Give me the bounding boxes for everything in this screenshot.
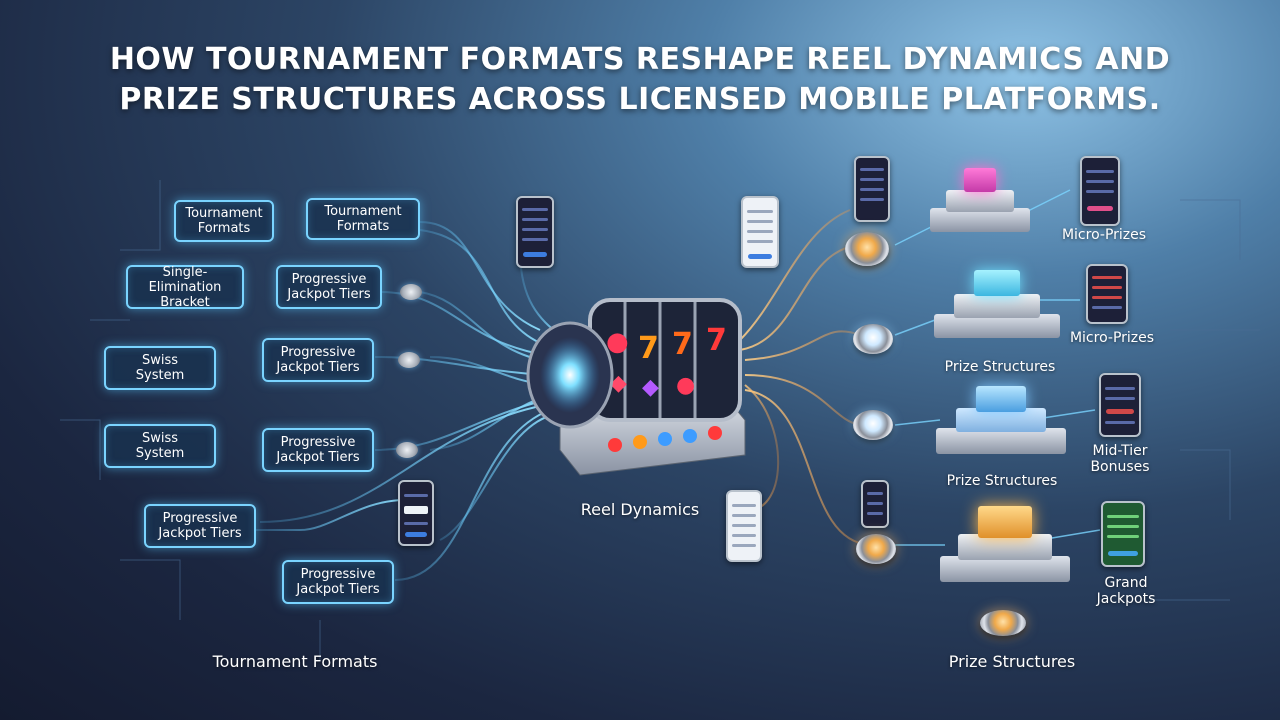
glowing-node-icon bbox=[853, 324, 893, 354]
svg-text:7: 7 bbox=[706, 323, 727, 358]
node-progressive-jackpot-tiers-2[interactable]: Progressive Jackpot Tiers bbox=[262, 338, 374, 382]
prize-pyramid-icon bbox=[934, 266, 1060, 346]
prize-pyramid-icon bbox=[936, 382, 1066, 462]
glowing-node-icon bbox=[980, 610, 1026, 636]
connector-node-2 bbox=[398, 352, 420, 368]
footer-prize-structures: Prize Structures bbox=[948, 652, 1076, 671]
glowing-node-icon bbox=[845, 232, 889, 266]
node-tournament-formats-2[interactable]: Tournament Formats bbox=[306, 198, 420, 240]
svg-text:◆: ◆ bbox=[642, 375, 659, 400]
connector-node-3 bbox=[396, 442, 418, 458]
smartphone-icon bbox=[741, 196, 779, 268]
svg-text:7: 7 bbox=[672, 327, 693, 362]
glowing-node-icon bbox=[853, 410, 893, 440]
title-line-2: PRIZE STRUCTURES ACROSS LICENSED MOBILE … bbox=[119, 82, 1161, 117]
smartphone-icon bbox=[1101, 501, 1145, 567]
smartphone-icon bbox=[1080, 156, 1120, 226]
node-swiss-system-1[interactable]: Swiss System bbox=[104, 346, 216, 390]
page-title: HOW TOURNAMENT FORMATS RESHAPE REEL DYNA… bbox=[0, 40, 1280, 120]
glowing-node-icon bbox=[856, 534, 896, 564]
label-prize-structures-1: Prize Structures bbox=[944, 359, 1056, 375]
node-swiss-system-2[interactable]: Swiss System bbox=[104, 424, 216, 468]
smartphone-icon bbox=[516, 196, 554, 268]
prize-pyramid-icon bbox=[930, 160, 1030, 240]
smartphone-icon bbox=[854, 156, 890, 222]
footer-tournament-formats: Tournament Formats bbox=[212, 652, 378, 671]
smartphone-icon bbox=[1099, 373, 1141, 437]
svg-text:●: ● bbox=[606, 327, 629, 357]
title-line-1: HOW TOURNAMENT FORMATS RESHAPE REEL DYNA… bbox=[109, 42, 1171, 77]
connector-node-1 bbox=[400, 284, 422, 300]
node-progressive-jackpot-tiers-5[interactable]: Progressive Jackpot Tiers bbox=[282, 560, 394, 604]
label-grand-jackpots: Grand Jackpots bbox=[1096, 575, 1156, 607]
node-progressive-jackpot-tiers-3[interactable]: Progressive Jackpot Tiers bbox=[262, 428, 374, 472]
node-progressive-jackpot-tiers-1[interactable]: Progressive Jackpot Tiers bbox=[276, 265, 382, 309]
label-mid-tier-bonuses: Mid-Tier Bonuses bbox=[1090, 443, 1150, 475]
node-single-elimination-bracket[interactable]: Single-Elimination Bracket bbox=[126, 265, 244, 310]
label-micro-prizes-1: Micro-Prizes bbox=[1061, 227, 1147, 243]
svg-text:7: 7 bbox=[638, 331, 659, 366]
label-prize-structures-2: Prize Structures bbox=[946, 473, 1058, 489]
prize-pyramid-icon bbox=[940, 500, 1070, 590]
node-progressive-jackpot-tiers-4[interactable]: Progressive Jackpot Tiers bbox=[144, 504, 256, 548]
smartphone-icon bbox=[861, 480, 889, 528]
label-micro-prizes-2: Micro-Prizes bbox=[1069, 330, 1155, 346]
svg-text:◆: ◆ bbox=[610, 371, 627, 396]
smartphone-icon bbox=[726, 490, 762, 562]
center-label-reel-dynamics: Reel Dynamics bbox=[580, 500, 700, 519]
smartphone-icon bbox=[1086, 264, 1128, 324]
smartphone-icon bbox=[398, 480, 434, 546]
node-tournament-formats-1[interactable]: Tournament Formats bbox=[174, 200, 274, 242]
svg-text:●: ● bbox=[676, 373, 695, 398]
slot-machine-icon: ● 7 7 7 ◆ ◆ ● bbox=[520, 280, 760, 480]
